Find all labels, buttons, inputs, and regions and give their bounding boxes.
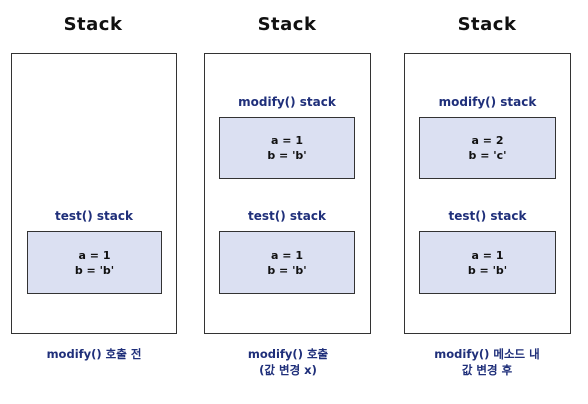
stage-3-test-frame-label: test() stack bbox=[448, 209, 527, 223]
stage-3-modify-frame-label: modify() stack bbox=[438, 95, 537, 109]
stage-2-modify-frame: a = 1 b = 'b' bbox=[219, 117, 355, 179]
stage-3-modify-frame: a = 2 b = 'c' bbox=[419, 117, 556, 179]
stage-1-title: Stack bbox=[63, 14, 123, 35]
stage-1-test-frame-label: test() stack bbox=[55, 209, 133, 223]
stage-3-modify-var-a: a = 2 bbox=[471, 134, 504, 147]
stage-3-caption-line-1: modify() 메소드 내 bbox=[434, 347, 540, 361]
stage-2-test-frame: a = 1 b = 'b' bbox=[219, 231, 355, 294]
stage-2-test-frame-label: test() stack bbox=[248, 209, 326, 223]
stage-3-caption-line-2: 값 변경 후 bbox=[461, 363, 513, 377]
stage-1-caption-line-1: modify() 호출 전 bbox=[46, 347, 142, 361]
stage-3-modify-var-b: b = 'c' bbox=[468, 149, 507, 162]
stage-1-test-frame: a = 1 b = 'b' bbox=[27, 231, 162, 294]
stage-2-modify-var-b: b = 'b' bbox=[267, 149, 307, 162]
stage-3-caption: modify() 메소드 내 값 변경 후 bbox=[407, 346, 567, 378]
stage-3-test-var-b: b = 'b' bbox=[467, 263, 508, 277]
stage-3-test-frame: a = 1 b = 'b' bbox=[419, 231, 556, 294]
stage-2-caption: modify() 호출 (값 변경 x) bbox=[208, 346, 368, 378]
stage-2-test-var-b: b = 'b' bbox=[267, 263, 307, 277]
stage-3-title: Stack bbox=[457, 14, 517, 35]
stage-1-caption: modify() 호출 전 bbox=[14, 346, 174, 362]
stage-2-test-var-a: a = 1 bbox=[271, 248, 303, 262]
stage-1-test-var-a: a = 1 bbox=[78, 248, 111, 262]
stage-2-modify-var-a: a = 1 bbox=[271, 134, 303, 147]
stage-2-title: Stack bbox=[257, 14, 317, 35]
stage-3-test-var-a: a = 1 bbox=[471, 248, 504, 262]
stage-1-test-var-b: b = 'b' bbox=[74, 263, 115, 277]
stage-2-caption-line-2: (값 변경 x) bbox=[259, 363, 317, 377]
stage-2-modify-frame-label: modify() stack bbox=[238, 95, 336, 109]
stage-2-caption-line-1: modify() 호출 bbox=[247, 347, 329, 361]
